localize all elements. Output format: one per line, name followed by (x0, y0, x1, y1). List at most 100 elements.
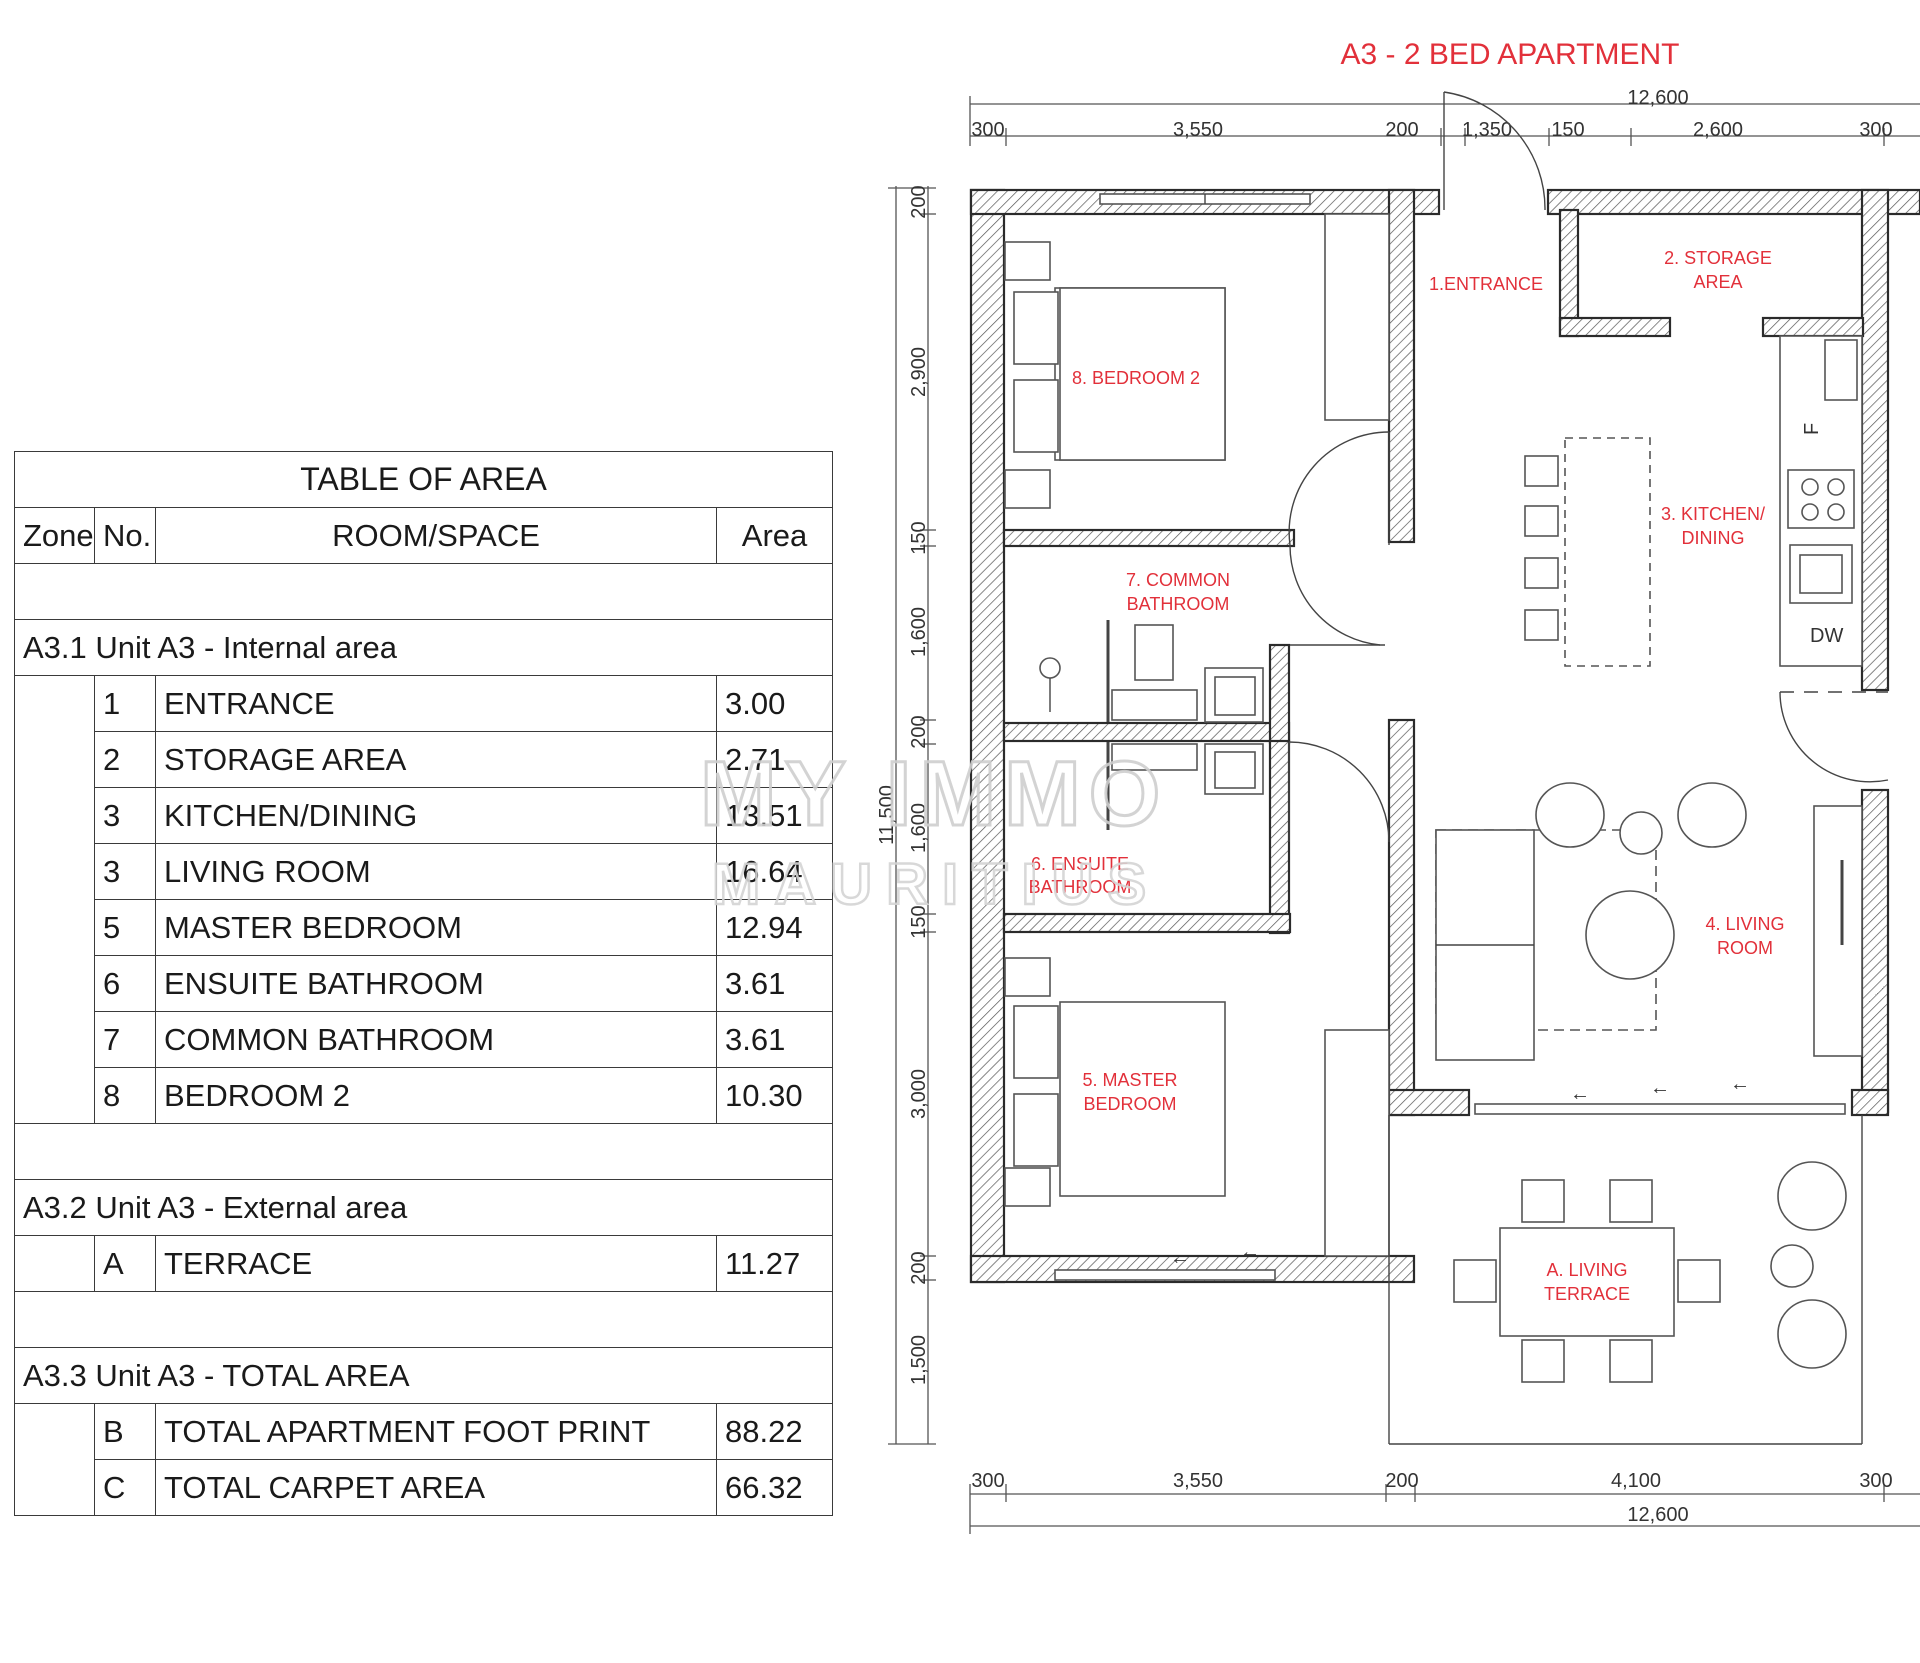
label-master-2: BEDROOM (1083, 1094, 1176, 1114)
section-label: A3.2 Unit A3 - External area (13, 1179, 834, 1236)
label-ensuite-1: 6. ENSUITE (1031, 854, 1129, 874)
table-title: TABLE OF AREA (13, 451, 834, 508)
terrace (1388, 1115, 1863, 1445)
label-bedroom2: 8. BEDROOM 2 (1072, 368, 1200, 388)
row-area: 3.61 (715, 955, 834, 1012)
room-labels: 1.ENTRANCE 2. STORAGE AREA 3. KITCHEN/ D… (1029, 248, 1785, 1304)
dim-bottom-1: 3,550 (1173, 1470, 1223, 1492)
row-number: C (94, 1459, 156, 1516)
dim-left-4: 200 (908, 715, 930, 748)
label-entrance: 1.ENTRANCE (1429, 274, 1543, 294)
row-area: 88.22 (715, 1403, 834, 1460)
dim-top-1: 3,550 (1173, 119, 1223, 141)
row-number: 3 (94, 843, 156, 900)
arrow-left-icon: ← (1240, 1241, 1260, 1263)
dim-bottom-2: 200 (1385, 1470, 1418, 1492)
label-terrace-1: A. LIVING (1546, 1260, 1627, 1280)
dim-left-0: 200 (908, 185, 930, 218)
entrance-door (1443, 91, 1546, 211)
walls (969, 188, 1920, 1284)
label-common-1: 7. COMMON (1126, 570, 1230, 590)
dim-bottom-0: 300 (971, 1470, 1004, 1492)
spacer-cell (13, 1123, 834, 1180)
dim-top-4: 150 (1551, 119, 1584, 141)
row-area: 11.27 (715, 1235, 834, 1292)
dishwasher-label: DW (1810, 625, 1843, 647)
label-living-1: 4. LIVING (1705, 914, 1784, 934)
label-common-2: BATHROOM (1127, 594, 1230, 614)
dim-bottom-total: 12,600 (1627, 1504, 1688, 1526)
dim-top-2: 200 (1385, 119, 1418, 141)
top-dimensions: 12,600 300 3,550 200 1,350 150 2,600 300 (969, 87, 1920, 146)
kitchen-furniture: F DW (1524, 335, 1889, 783)
master-furniture: ← ← (1004, 957, 1390, 1281)
row-area: 12.94 (715, 899, 834, 956)
row-area: 3.00 (715, 675, 834, 732)
row-number: 5 (94, 899, 156, 956)
dim-top-6: 300 (1859, 119, 1892, 141)
dim-top-0: 300 (971, 119, 1004, 141)
row-area: 16.64 (715, 843, 834, 900)
row-room: KITCHEN/DINING (155, 787, 717, 844)
row-number: 8 (94, 1067, 156, 1124)
plan-title: A3 - 2 BED APARTMENT (1341, 38, 1680, 71)
watermark-line1: MY IMMO (700, 743, 1168, 845)
label-ensuite-2: BATHROOM (1029, 877, 1132, 897)
area-table: TABLE OF AREA Zone No. ROOM/SPACE Area A… (13, 451, 834, 1516)
window-bedroom2 (1099, 193, 1311, 205)
bedroom2-furniture (1004, 213, 1390, 509)
row-number: A (94, 1235, 156, 1292)
row-room: BEDROOM 2 (155, 1067, 717, 1124)
dim-left-1: 2,900 (908, 347, 930, 397)
row-number: B (94, 1403, 156, 1460)
bottom-dimensions: 300 3,550 200 4,100 300 12,600 (969, 1470, 1920, 1534)
section-label: A3.1 Unit A3 - Internal area (13, 619, 834, 676)
dim-top-total: 12,600 (1627, 87, 1688, 109)
dim-left-9: 1,500 (908, 1335, 930, 1385)
label-storage-1: 2. STORAGE (1664, 248, 1772, 268)
row-room: ENSUITE BATHROOM (155, 955, 717, 1012)
label-terrace-2: TERRACE (1544, 1284, 1630, 1304)
common-bath-door (1289, 544, 1385, 646)
header-zone: Zone (14, 507, 95, 564)
label-storage-2: AREA (1693, 272, 1742, 292)
dim-left-5: 1,600 (908, 803, 930, 853)
dim-left-3: 1,600 (908, 607, 930, 657)
table-section-row: A3.1 Unit A3 - Internal area (13, 619, 834, 676)
living-furniture: ← ← ← (1435, 782, 1863, 1115)
watermark-line2: MAURITIUS (712, 852, 1160, 917)
arrow-left-icon: ← (1170, 1247, 1190, 1269)
fridge-label: F (1801, 423, 1823, 435)
zone-cell (14, 675, 95, 1124)
row-room: COMMON BATHROOM (155, 1011, 717, 1068)
row-room: TOTAL CARPET AREA (155, 1459, 717, 1516)
row-area: 66.32 (715, 1459, 834, 1516)
row-room: ENTRANCE (155, 675, 717, 732)
watermark: MY IMMO MAURITIUS (699, 742, 1168, 919)
spacer-cell (13, 1291, 834, 1348)
table-spacer-row (13, 1123, 834, 1180)
header-no: No. (94, 507, 156, 564)
row-number: 6 (94, 955, 156, 1012)
left-dimensions: 200 2,900 150 1,600 200 1,600 150 3,000 … (876, 185, 936, 1445)
arrow-left-icon: ← (1570, 1083, 1590, 1105)
row-number: 1 (94, 675, 156, 732)
bedroom2-door (1288, 431, 1390, 546)
table-spacer-row (13, 1291, 834, 1348)
dim-left-6: 150 (908, 905, 930, 938)
row-room: STORAGE AREA (155, 731, 717, 788)
dim-top-3: 1,350 (1462, 119, 1512, 141)
label-kitchen-1: 3. KITCHEN/ (1661, 504, 1765, 524)
row-number: 2 (94, 731, 156, 788)
label-kitchen-2: DINING (1682, 528, 1745, 548)
row-area: 10.30 (715, 1067, 834, 1124)
